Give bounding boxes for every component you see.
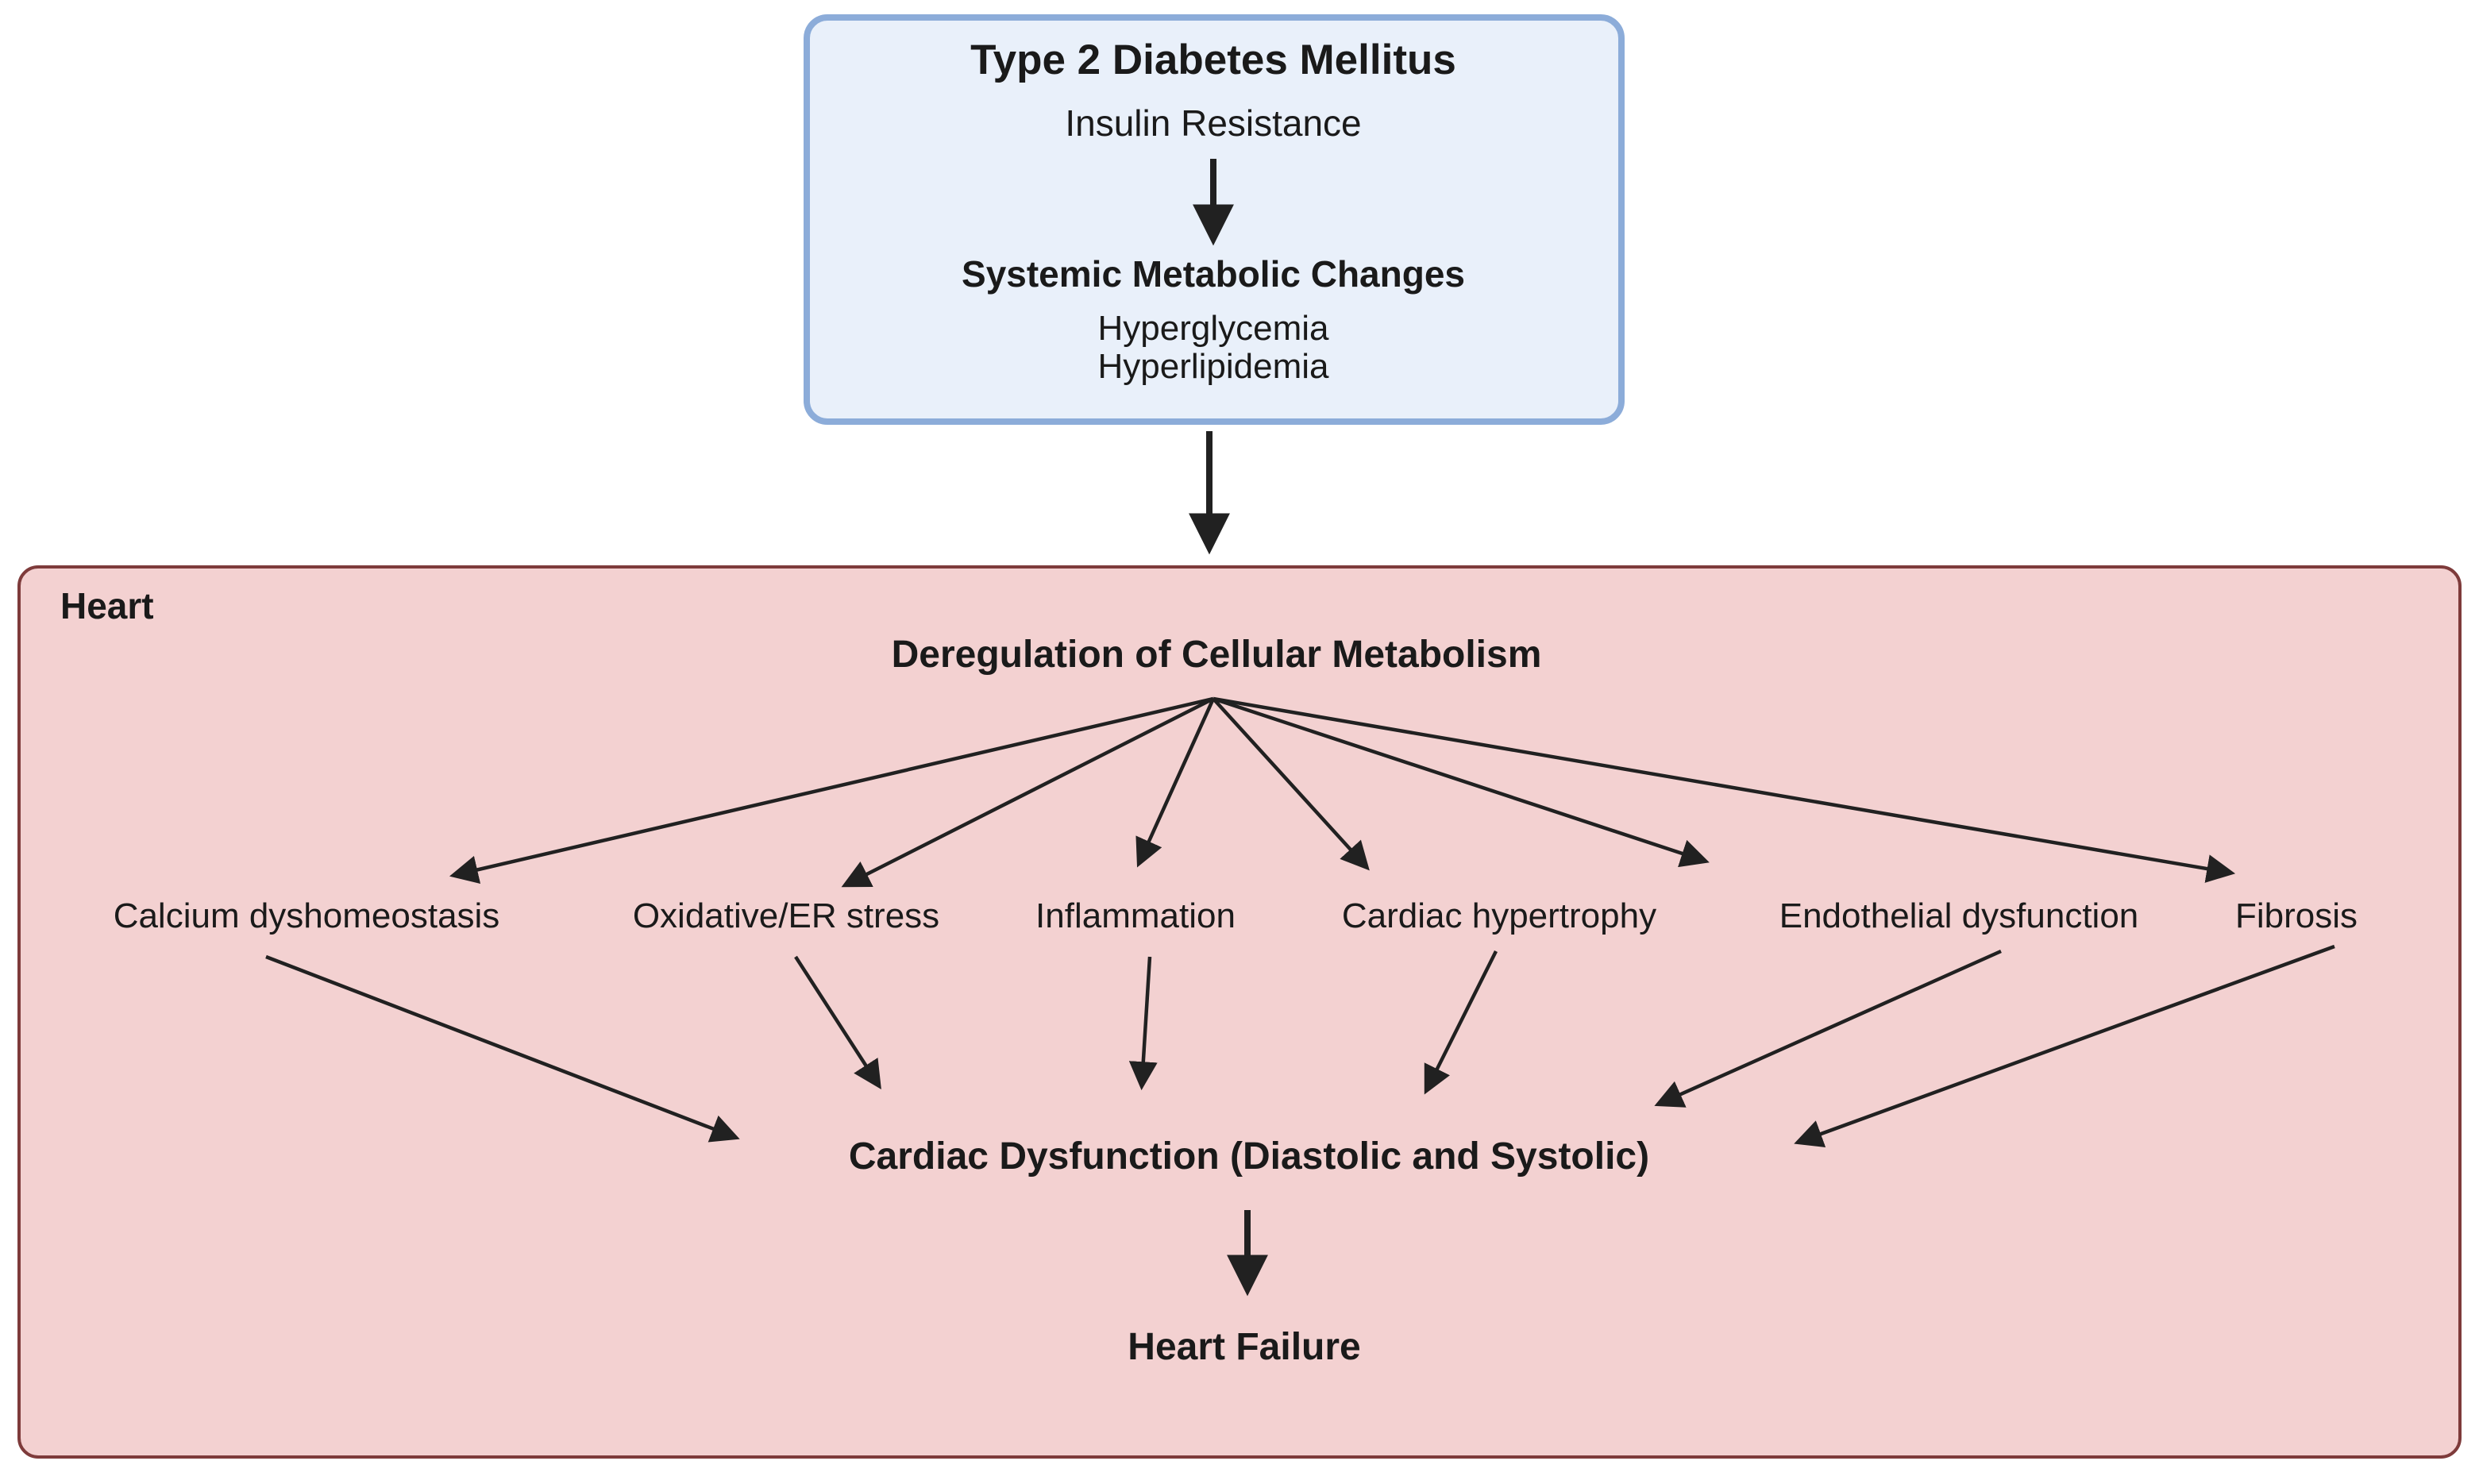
arrow-inflammation-to-dysfunction bbox=[1128, 956, 1158, 1091]
cardiac-dysfunction-label: Cardiac Dysfunction (Diastolic and Systo… bbox=[848, 1135, 1650, 1178]
systemic-metabolic-title: Systemic Metabolic Changes bbox=[962, 253, 1465, 295]
arrow-calcium-to-dysfunction bbox=[265, 954, 740, 1143]
t2dm-title: Type 2 Diabetes Mellitus bbox=[970, 37, 1456, 83]
arrow-deregulation-to-calcium bbox=[449, 696, 1214, 885]
arrow-deregulation-to-inflammation bbox=[1135, 698, 1216, 868]
arrow-fibrosis-to-dysfunction bbox=[1794, 944, 2335, 1148]
arrow-oxidative-to-dysfunction bbox=[794, 955, 881, 1090]
arrow-deregulation-to-oxidative bbox=[841, 696, 1215, 888]
factor-fibrosis: Fibrosis bbox=[2234, 896, 2358, 935]
deregulation-heading: Deregulation of Cellular Metabolism bbox=[891, 634, 1542, 676]
arrow-endothelial-to-dysfunction bbox=[1654, 949, 2002, 1108]
arrow-hypertrophy-to-dysfunction bbox=[1424, 950, 1498, 1095]
factor-cardiac-hypertrophy: Cardiac hypertrophy bbox=[1341, 896, 1657, 935]
heart-box bbox=[17, 565, 2462, 1459]
heart-label: Heart bbox=[60, 585, 154, 626]
factor-endothelial-dysfunction: Endothelial dysfunction bbox=[1779, 896, 2139, 935]
metabolic-item-hyperglycemia: Hyperglycemia bbox=[1097, 309, 1329, 348]
factor-inflammation: Inflammation bbox=[1035, 896, 1236, 935]
factor-calcium-dyshomeostasis: Calcium dyshomeostasis bbox=[113, 896, 500, 935]
arrow-deregulation-to-hypertrophy bbox=[1212, 697, 1370, 871]
arrow-deregulation-to-endothelial bbox=[1213, 696, 1710, 868]
t2dm-subtitle: Insulin Resistance bbox=[1065, 102, 1362, 144]
arrow-deregulation-to-fibrosis bbox=[1213, 696, 2236, 883]
metabolic-item-hyperlipidemia: Hyperlipidemia bbox=[1097, 347, 1329, 386]
heart-failure-label: Heart Failure bbox=[1128, 1326, 1361, 1368]
factor-oxidative-er-stress: Oxidative/ER stress bbox=[632, 896, 940, 935]
